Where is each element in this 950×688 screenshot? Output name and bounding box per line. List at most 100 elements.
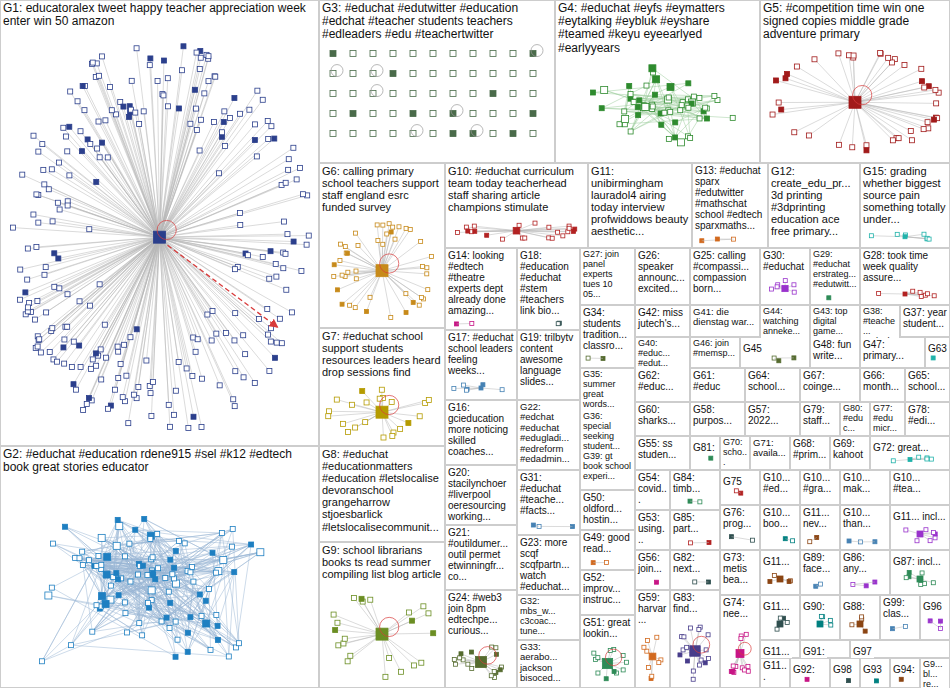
self-loop bbox=[411, 125, 423, 137]
vertex-glyph bbox=[88, 303, 93, 308]
vertex-glyph bbox=[254, 154, 259, 159]
vertex-glyph bbox=[88, 142, 93, 147]
vertex-glyph bbox=[806, 133, 811, 138]
vertex-glyph bbox=[933, 536, 937, 540]
vertex-glyph bbox=[390, 91, 396, 97]
vertex-glyph bbox=[203, 620, 210, 627]
vertex-glyph bbox=[173, 619, 178, 624]
vertex-glyph bbox=[709, 456, 713, 460]
edge-line bbox=[157, 534, 229, 656]
vertex-glyph bbox=[464, 388, 468, 392]
vertex-glyph bbox=[34, 192, 39, 197]
edge-line bbox=[160, 110, 250, 237]
edge-line bbox=[128, 237, 159, 423]
vertex-glyph bbox=[637, 98, 642, 103]
vertex-glyph bbox=[345, 251, 349, 255]
vertex-glyph bbox=[97, 282, 102, 287]
edge-line bbox=[123, 237, 160, 397]
vertex-glyph bbox=[390, 111, 396, 117]
vertex-glyph bbox=[97, 155, 102, 160]
vertex-glyph bbox=[188, 121, 193, 126]
vertex-glyph bbox=[341, 641, 346, 646]
vertex-glyph bbox=[215, 623, 220, 628]
vertex-glyph bbox=[645, 649, 649, 653]
vertex-glyph bbox=[330, 51, 336, 57]
edge-line bbox=[93, 63, 160, 238]
vertex-glyph bbox=[194, 128, 199, 133]
group-network bbox=[899, 677, 903, 681]
edge-line bbox=[160, 132, 223, 237]
vertex-glyph bbox=[567, 226, 571, 230]
edge-line bbox=[90, 144, 159, 237]
edge-line bbox=[63, 237, 159, 347]
vertex-glyph bbox=[731, 670, 735, 674]
vertex-glyph bbox=[808, 540, 812, 544]
edge-line bbox=[49, 189, 160, 237]
edge-line bbox=[855, 102, 928, 128]
vertex-glyph bbox=[604, 561, 608, 565]
edge-line bbox=[160, 139, 269, 237]
vertex-glyph bbox=[122, 342, 127, 347]
edge-line bbox=[53, 221, 160, 237]
edge-line bbox=[38, 237, 160, 336]
vertex-glyph bbox=[794, 64, 799, 69]
vertex-glyph bbox=[917, 455, 921, 459]
vertex-glyph bbox=[501, 237, 505, 241]
vertex-glyph bbox=[410, 91, 416, 97]
vertex-glyph bbox=[768, 580, 772, 584]
edge-line bbox=[160, 122, 224, 237]
edge-line bbox=[170, 571, 219, 628]
vertex-glyph bbox=[490, 91, 496, 97]
edge-line bbox=[82, 552, 105, 604]
edge-line bbox=[638, 99, 688, 115]
vertex-glyph bbox=[381, 242, 385, 246]
vertex-glyph bbox=[390, 131, 396, 137]
vertex-glyph bbox=[291, 145, 296, 150]
vertex-glyph bbox=[188, 615, 193, 620]
vertex-glyph bbox=[63, 134, 68, 139]
vertex-glyph bbox=[232, 96, 237, 101]
vertex-glyph bbox=[206, 79, 211, 84]
vertex-glyph bbox=[649, 65, 656, 72]
edge-line bbox=[160, 237, 236, 313]
vertex-glyph bbox=[642, 103, 649, 110]
vertex-glyph bbox=[426, 611, 431, 616]
vertex-glyph bbox=[530, 111, 536, 117]
vertex-glyph bbox=[197, 148, 202, 153]
edge-line bbox=[36, 237, 160, 348]
edge-line bbox=[144, 111, 160, 237]
vertex-glyph bbox=[354, 231, 358, 235]
edge-line bbox=[160, 237, 277, 342]
vertex-glyph bbox=[691, 677, 695, 681]
edge-line bbox=[160, 156, 257, 237]
vertex-glyph bbox=[231, 397, 236, 402]
vertex-glyph bbox=[360, 389, 365, 394]
vertex-glyph bbox=[860, 615, 864, 619]
vertex-glyph bbox=[38, 350, 43, 355]
vertex-glyph bbox=[596, 671, 600, 675]
edge-line bbox=[82, 546, 117, 552]
vertex-glyph bbox=[126, 421, 131, 426]
vertex-glyph bbox=[272, 136, 277, 141]
vertex-glyph bbox=[886, 55, 891, 60]
edge-line bbox=[28, 237, 160, 311]
edge-line bbox=[160, 121, 268, 237]
vertex-glyph bbox=[419, 660, 424, 665]
vertex-glyph bbox=[377, 396, 382, 401]
edge-line bbox=[35, 237, 160, 319]
vertex-glyph bbox=[104, 553, 111, 560]
edge-line bbox=[160, 237, 280, 319]
vertex-glyph bbox=[87, 227, 92, 232]
vertex-glyph bbox=[812, 57, 817, 62]
vertex-glyph bbox=[933, 87, 938, 92]
vertex-glyph bbox=[770, 112, 775, 117]
vertex-glyph bbox=[75, 99, 80, 104]
edge-line bbox=[160, 237, 282, 343]
vertex-glyph bbox=[364, 309, 368, 313]
edge-line bbox=[13, 228, 159, 238]
vertex-glyph bbox=[165, 76, 170, 81]
vertex-glyph bbox=[410, 618, 415, 623]
edge-line bbox=[99, 76, 160, 237]
vertex-glyph bbox=[464, 225, 468, 229]
vertex-glyph bbox=[697, 116, 702, 121]
